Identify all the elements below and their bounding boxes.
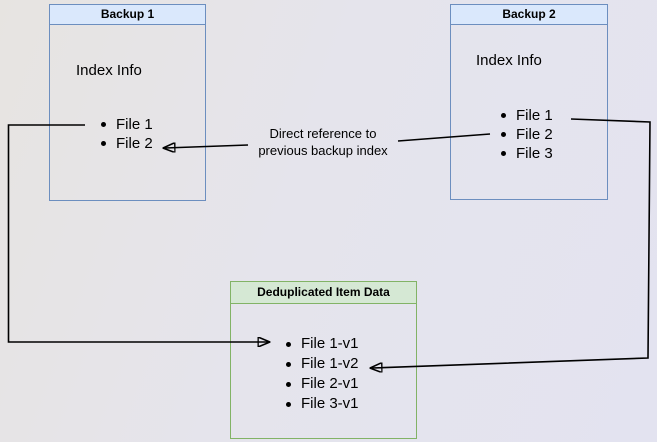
backup1-box: Backup 1 Index Info File 1 File 2 [49,4,206,201]
list-item: File 1 [500,106,553,125]
backup1-file-list: File 1 File 2 [100,115,153,153]
list-item: File 2 [500,125,553,144]
list-item: File 1 [100,115,153,134]
list-item: File 3-v1 [285,394,359,414]
backup2-title: Backup 2 [451,5,607,25]
dedup-title: Deduplicated Item Data [231,282,416,304]
list-item: File 1-v1 [285,334,359,354]
dedup-file-list: File 1-v1 File 1-v2 File 2-v1 File 3-v1 [285,334,359,414]
backup1-index-info-label: Index Info [76,62,142,79]
dedup-box: Deduplicated Item Data File 1-v1 File 1-… [230,281,417,439]
edge-annotation-line1: Direct reference to [269,126,377,141]
edge-annotation-line2: previous backup index [258,143,388,158]
backup2-box: Backup 2 Index Info File 1 File 2 File 3 [450,4,608,200]
edge-annotation: Direct reference to previous backup inde… [238,125,408,159]
backup1-title: Backup 1 [50,5,205,25]
backup2-index-info-label: Index Info [476,52,542,69]
list-item: File 3 [500,144,553,163]
backup2-file-list: File 1 File 2 File 3 [500,106,553,163]
list-item: File 1-v2 [285,354,359,374]
list-item: File 2 [100,134,153,153]
list-item: File 2-v1 [285,374,359,394]
